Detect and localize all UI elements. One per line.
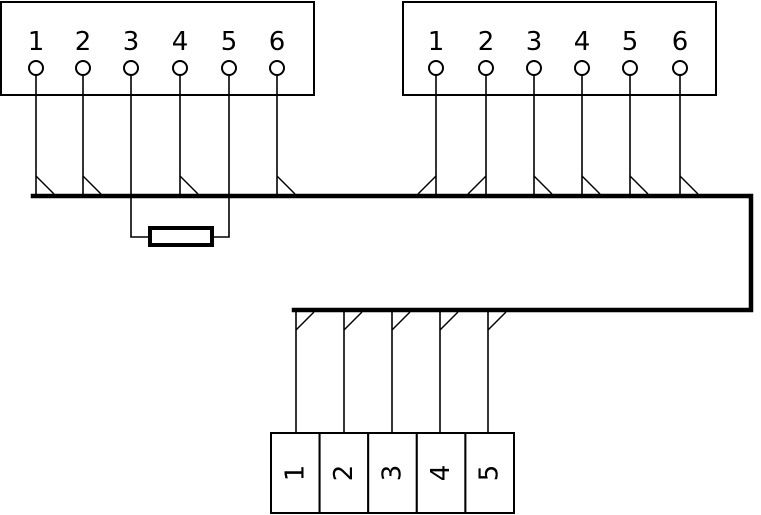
- terminal-cell: [415, 432, 467, 514]
- connector-left-pin-terminal: [75, 60, 91, 76]
- upper-wires: [35, 75, 699, 196]
- lower-wires: [295, 310, 507, 433]
- wire-merge-mark: [439, 311, 459, 331]
- resistor-symbol: [148, 226, 214, 247]
- terminal-cell: [464, 432, 515, 514]
- connector-right: 1 2 3 4 5 6: [402, 1, 717, 96]
- connector-right-pin-terminal: [574, 60, 590, 76]
- connector-left-pin-terminal: [28, 60, 44, 76]
- terminal-label: 4: [426, 465, 456, 482]
- connector-right-body: [402, 1, 717, 96]
- wire-merge-mark: [276, 175, 296, 195]
- wire-merge-mark: [629, 175, 649, 195]
- connector-right-pin-label: 6: [672, 27, 689, 57]
- resistor-lead-left: [130, 196, 150, 238]
- harness-bus: [30, 193, 754, 313]
- wire-merge-mark: [581, 175, 601, 195]
- connector-left-pin-label: 3: [123, 27, 140, 57]
- connector-left-body: [0, 1, 315, 96]
- wire-merge-mark: [391, 311, 411, 331]
- wire-merge-mark: [343, 311, 363, 331]
- wire-merge-mark: [533, 175, 553, 195]
- connector-left-pin-terminal: [221, 60, 237, 76]
- connector-right-pin-terminal: [478, 60, 494, 76]
- terminal-cell: [367, 432, 418, 514]
- resistor-bridge: [130, 196, 230, 247]
- terminal-label: 1: [280, 465, 310, 482]
- wire-merge-mark: [487, 311, 507, 331]
- connector-left-pin-label: 2: [75, 27, 92, 57]
- connector-right-pin-label: 3: [526, 27, 543, 57]
- wire-merge-mark: [679, 175, 699, 195]
- connector-left-pin-terminal: [269, 60, 285, 76]
- terminal-label: 3: [378, 465, 408, 482]
- connector-left-pin-label: 6: [269, 27, 286, 57]
- connector-right-pin-terminal: [672, 60, 688, 76]
- connector-left-pin-terminal: [172, 60, 188, 76]
- connector-right-pin-terminal: [622, 60, 638, 76]
- terminal-block: 1 2 3 4 5: [270, 432, 515, 514]
- wire-merge-mark: [417, 175, 437, 195]
- wire-merge-mark: [295, 311, 315, 331]
- connector-right-pin-label: 1: [428, 27, 445, 57]
- connector-right-pin-label: 4: [574, 27, 591, 57]
- connector-right-pin-terminal: [526, 60, 542, 76]
- terminal-label: 2: [329, 465, 359, 482]
- wire-merge-mark: [179, 175, 199, 195]
- connector-right-pin-label: 5: [622, 27, 639, 57]
- connector-left-pin-label: 5: [221, 27, 238, 57]
- wire-merge-mark: [35, 175, 55, 195]
- wire-merge-mark: [467, 175, 487, 195]
- connector-right-pin-label: 2: [478, 27, 495, 57]
- connector-left-pin-label: 1: [28, 27, 45, 57]
- resistor-lead-right: [212, 196, 230, 238]
- connector-left-pin-terminal: [123, 60, 139, 76]
- wire-merge-mark: [82, 175, 102, 195]
- connector-right-pin-terminal: [428, 60, 444, 76]
- connector-left-pin-label: 4: [172, 27, 189, 57]
- terminal-label: 5: [475, 465, 505, 482]
